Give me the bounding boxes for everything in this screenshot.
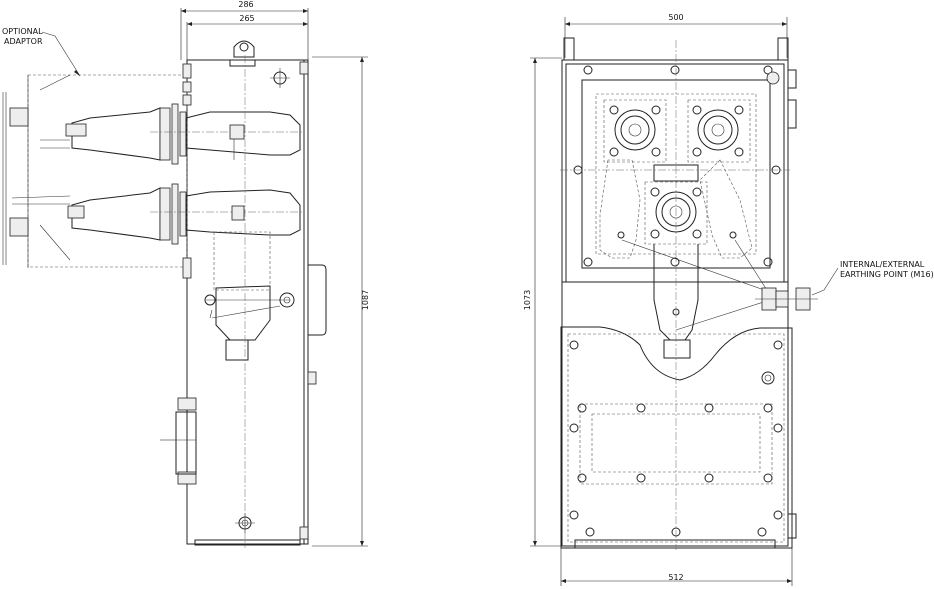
upper-panel-bolts (573, 65, 781, 267)
side-view: 286 265 1087 (2, 0, 370, 548)
earthing-label-line1: INTERNAL/EXTERNAL (840, 260, 925, 269)
dim-1073: 1073 (523, 290, 532, 310)
earthing-label-line2: EARTHING POINT (M16) (840, 270, 934, 279)
lower-bushing (11, 183, 302, 245)
bushing-upper-left (603, 99, 667, 163)
lower-cover (560, 326, 793, 549)
side-flange-bolts (177, 63, 197, 485)
cable-boots (599, 159, 771, 359)
side-height-dimension (312, 56, 368, 547)
front-bottom-dimension (560, 548, 793, 586)
earthing-leader (811, 267, 839, 296)
dim-512: 512 (668, 573, 683, 582)
side-top-dimensions (180, 8, 309, 60)
optional-label-line2: ADAPTOR (4, 37, 43, 46)
dim-1087: 1087 (361, 290, 370, 310)
dim-500: 500 (668, 13, 683, 22)
bushing-upper-right (687, 99, 751, 163)
dim-265: 265 (239, 14, 254, 23)
optional-leader (41, 31, 81, 77)
side-handle (308, 264, 327, 336)
side-lower-plate (160, 411, 197, 475)
optional-adaptor (2, 74, 188, 268)
lower-cover-bolts (569, 340, 783, 537)
front-height-dimension (530, 57, 562, 547)
upper-bushing (40, 103, 302, 165)
dim-286: 286 (238, 0, 253, 9)
earthing-point (755, 287, 818, 311)
front-view: 500 512 1073 (523, 13, 934, 586)
side-cable-compartment (204, 231, 295, 361)
lifting-eye-top (233, 40, 255, 58)
optional-label-line1: OPTIONAL (2, 27, 43, 36)
